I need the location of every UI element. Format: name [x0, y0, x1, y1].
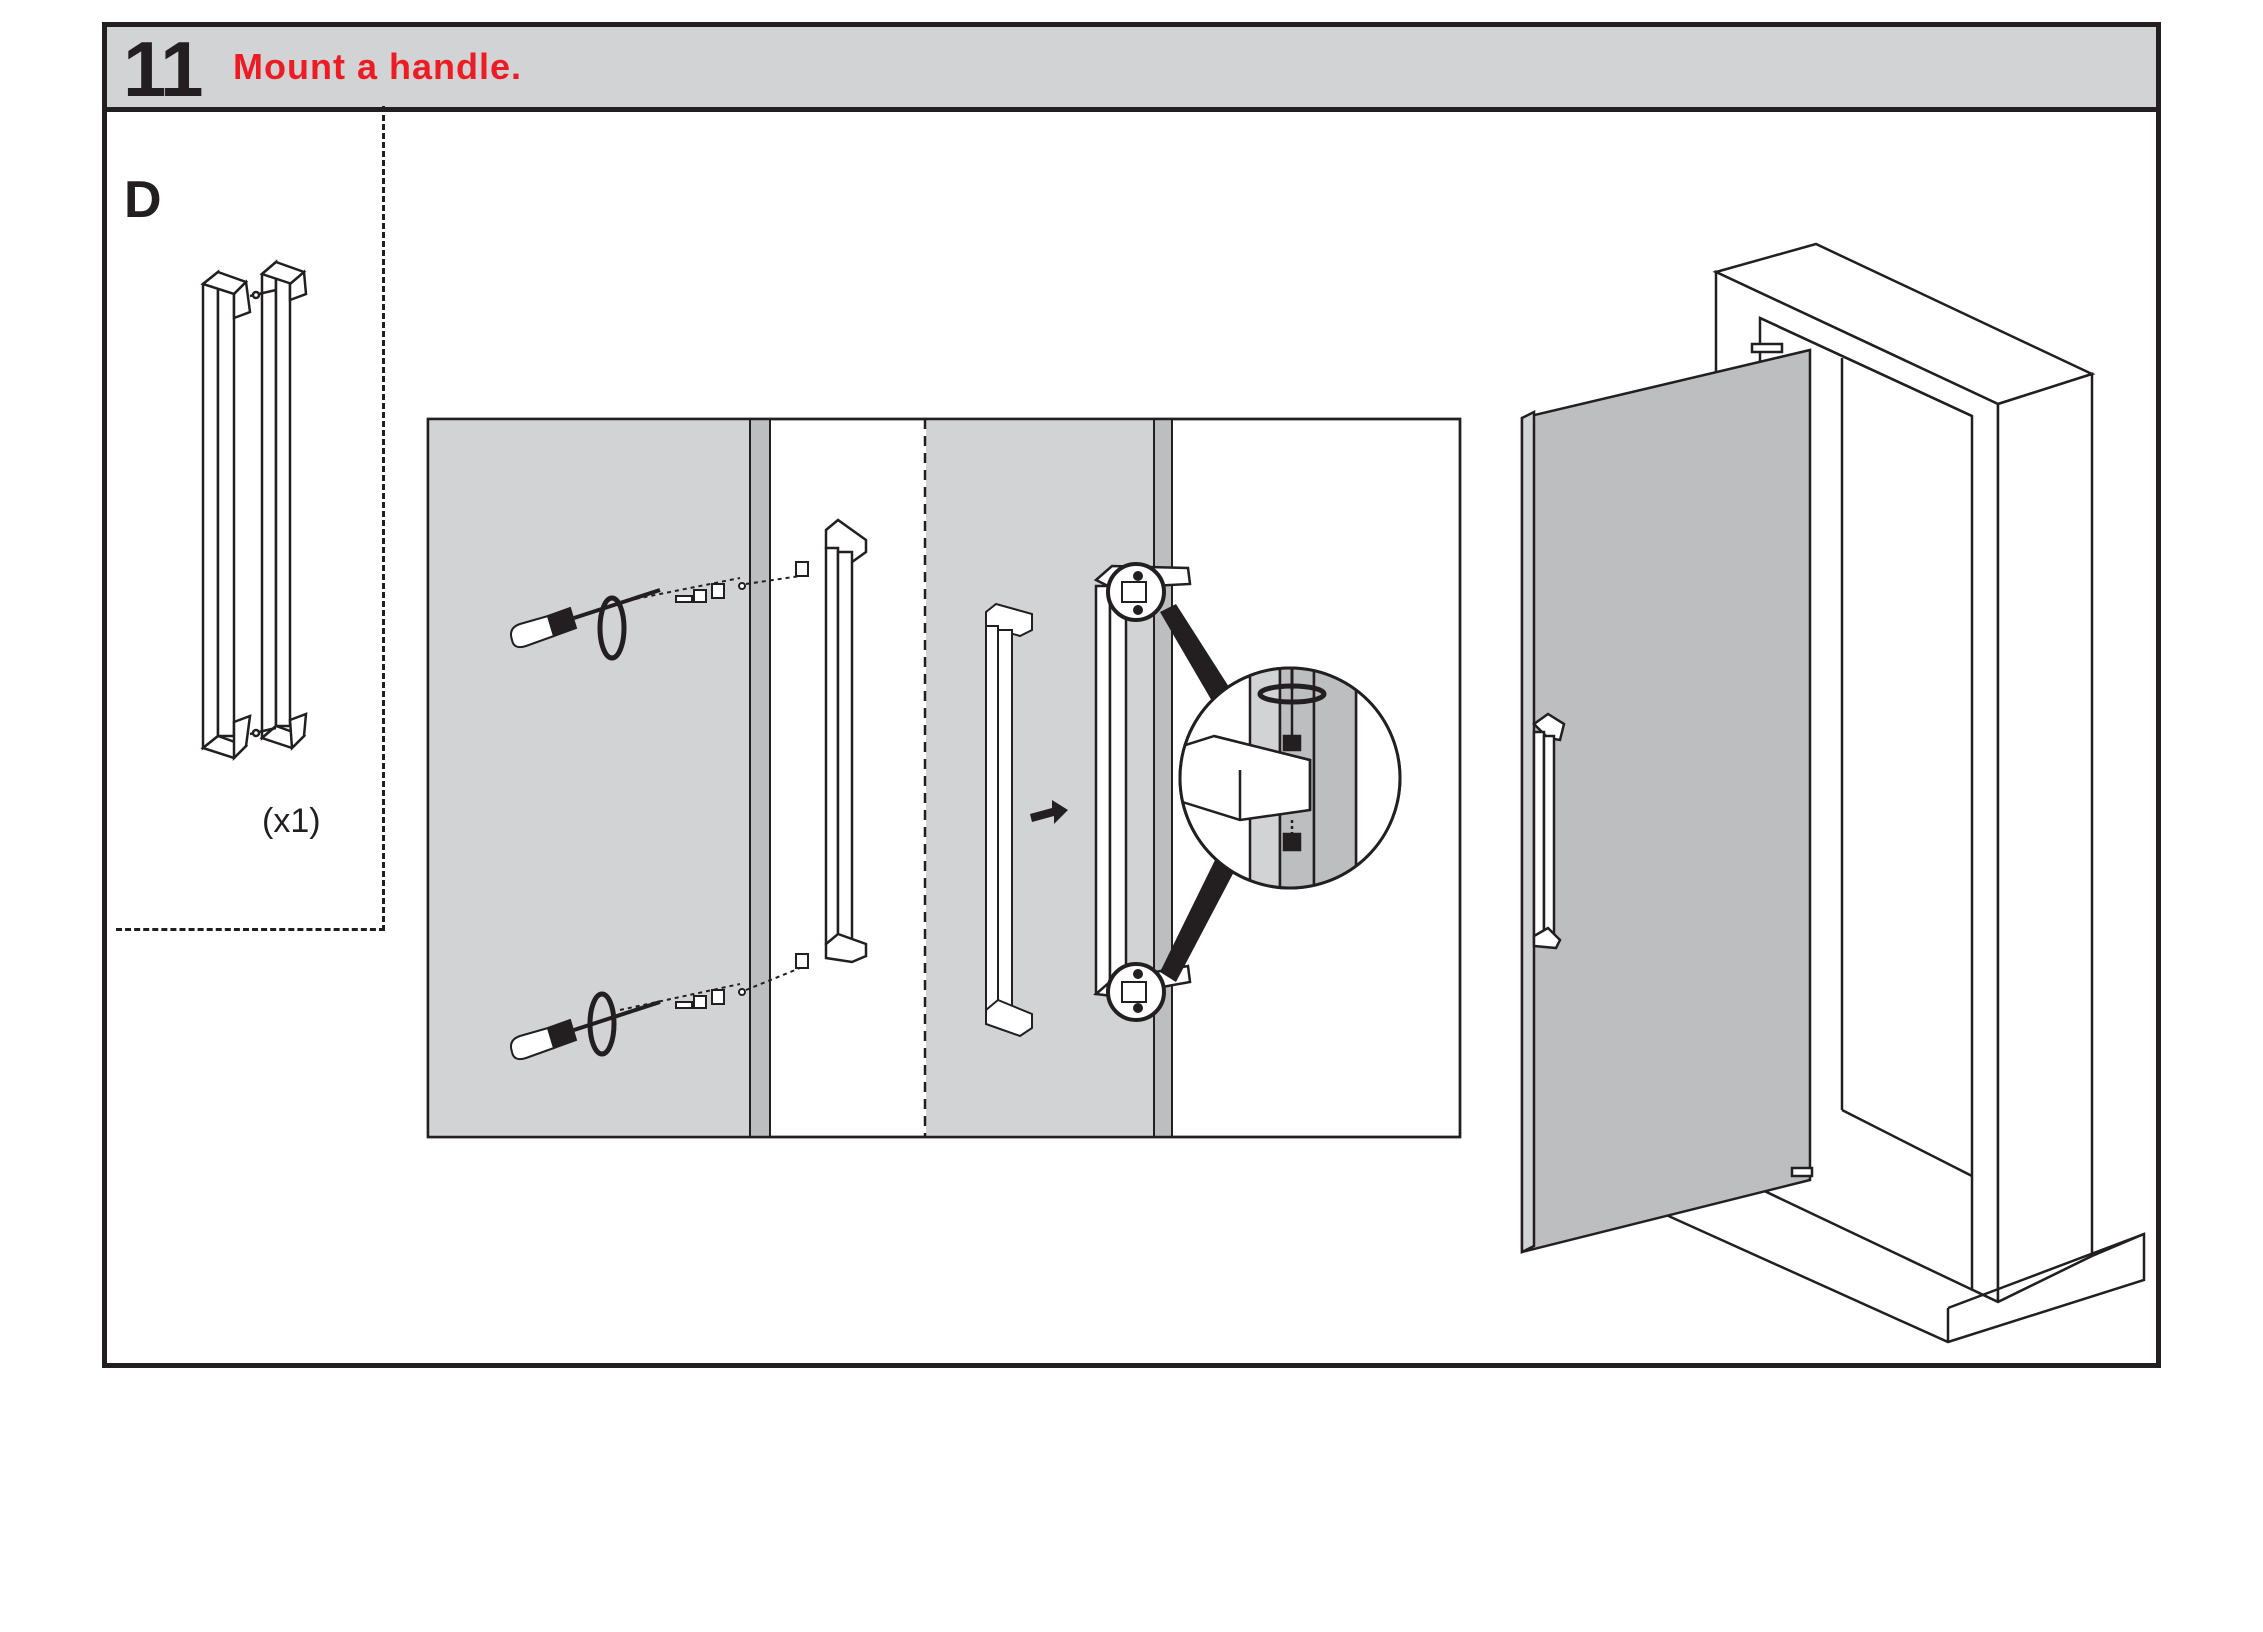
step-title: Mount a handle.	[233, 46, 522, 87]
handle-side-view	[824, 518, 868, 964]
part-quantity: (x1)	[262, 802, 321, 840]
zoom-marker-bottom	[1106, 962, 1166, 1022]
zoom-marker-top	[1106, 562, 1166, 622]
handle-part-icon	[200, 259, 308, 762]
push-arrow-icon	[1030, 800, 1068, 824]
step-number: 11	[123, 25, 203, 113]
part-box	[116, 106, 385, 931]
part-letter: D	[124, 171, 162, 229]
step-header: 11 Mount a handle.	[107, 27, 2156, 112]
rotate-arrow-icon	[587, 991, 617, 1057]
handle-outline	[985, 602, 1033, 1038]
rotate-arrow-icon	[597, 595, 627, 661]
door-frame-icon	[1520, 242, 2146, 1344]
zoom-detail	[1178, 666, 1402, 890]
